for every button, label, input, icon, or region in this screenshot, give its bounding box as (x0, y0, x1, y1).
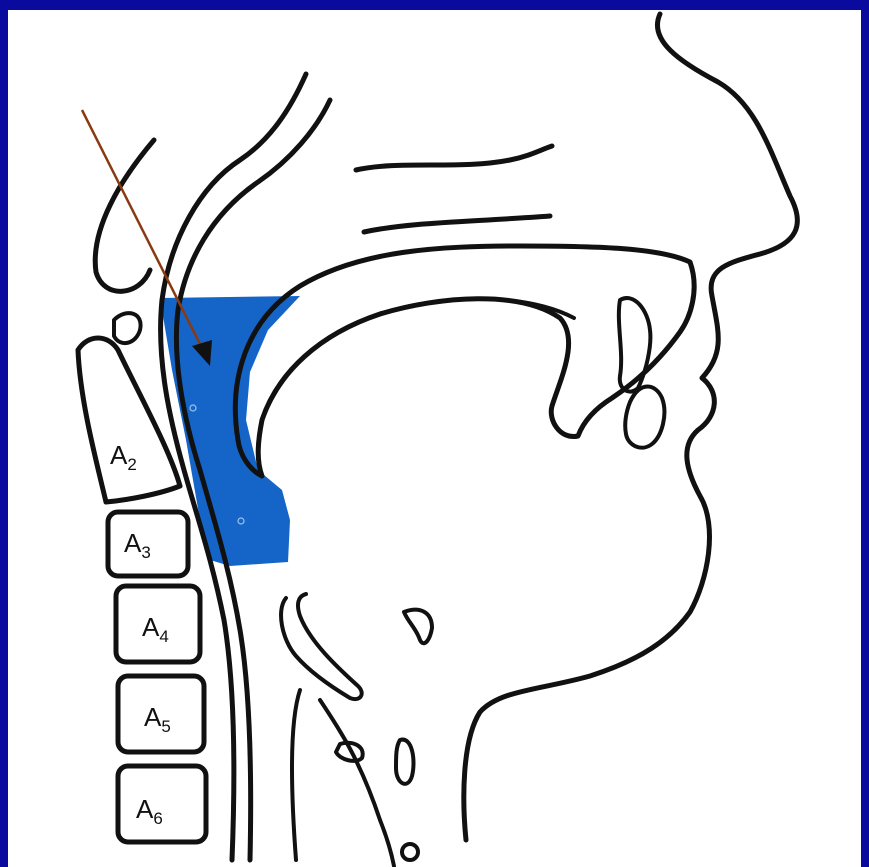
figure-paper (8, 10, 861, 867)
